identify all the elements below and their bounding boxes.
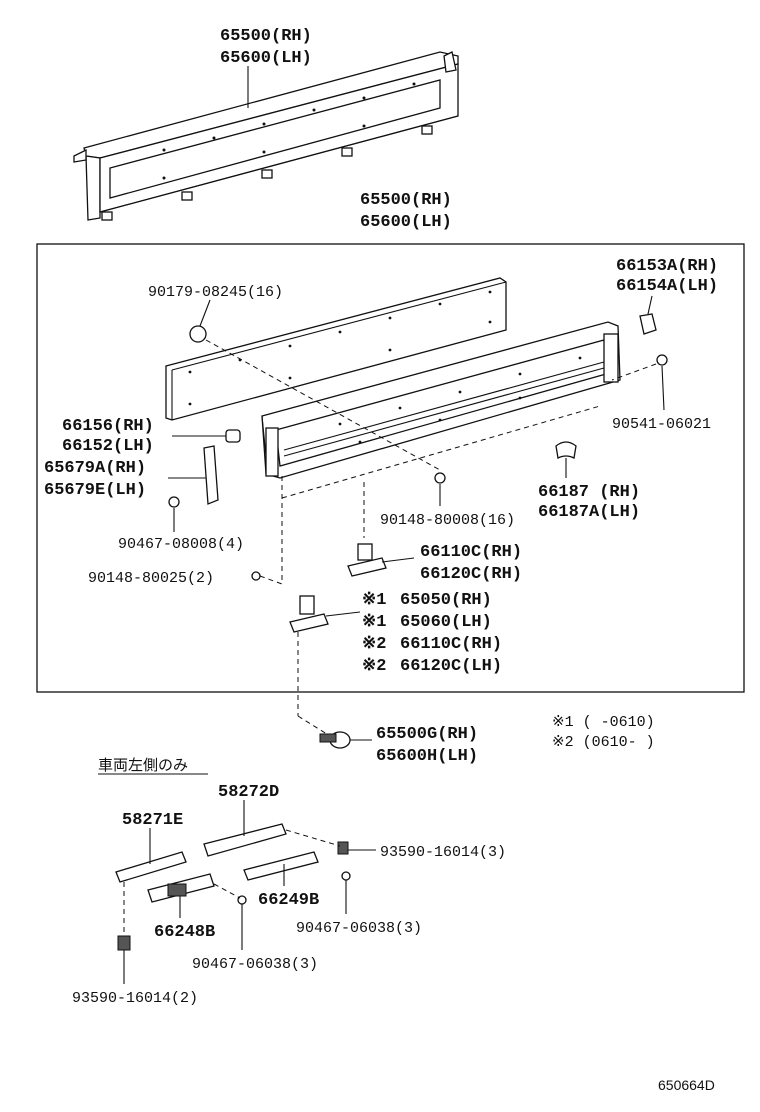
label-66110c-rh-2: 66110C(RH)	[400, 635, 502, 654]
label-66187a-lh: 66187A(LH)	[538, 503, 640, 522]
hinge-66110c-icon	[347, 543, 387, 577]
dash-frame-bottom	[281, 405, 601, 499]
label-65500-rh-mid: 65500(RH)	[360, 191, 452, 210]
label-90541-06021: 90541-06021	[612, 416, 711, 433]
label-65600h-lh: 65600H(LH)	[376, 747, 478, 766]
dash-90541	[611, 363, 657, 381]
clip-90467-06038-right-icon	[341, 871, 351, 881]
label-65600-lh-mid: 65600(LH)	[360, 213, 452, 232]
plate-66248b-icon	[147, 873, 215, 903]
dash-93590-upper	[285, 829, 341, 847]
label-58271e: 58271E	[122, 811, 183, 830]
leader-90179	[199, 299, 211, 327]
leader-65050	[325, 611, 361, 617]
side-panel-assembly	[73, 51, 459, 221]
label-66248b: 66248B	[154, 923, 215, 942]
label-90467-06038-left: 90467-06038(3)	[192, 956, 318, 973]
label-90148-80025: 90148-80025(2)	[88, 570, 214, 587]
clip-66153a-icon	[639, 313, 657, 335]
leader-90541	[661, 365, 665, 411]
screw-90148-80008-icon	[434, 472, 446, 484]
label-90179-08245: 90179-08245(16)	[148, 284, 283, 301]
label-66110c-rh: 66110C(RH)	[420, 543, 522, 562]
screw-90148-80025-icon	[251, 571, 261, 581]
mark-2b: ※2	[362, 657, 386, 676]
label-left-side-only: 車両左側のみ	[98, 756, 188, 774]
screw-90541-icon	[656, 354, 668, 366]
label-66120c-lh-2: 66120C(LH)	[400, 657, 502, 676]
exploded-view-frame	[36, 243, 745, 693]
label-66152-lh: 66152(LH)	[62, 437, 154, 456]
pin-65500g-icon	[319, 731, 351, 749]
leader-66153a	[647, 295, 653, 315]
label-93590-16014-3: 93590-16014(3)	[380, 844, 506, 861]
label-66154a-lh: 66154A(LH)	[616, 277, 718, 296]
leader-66110c	[381, 557, 415, 563]
dash-65500g-b	[297, 715, 331, 737]
clip-66187-icon	[555, 441, 577, 459]
bolt-90179-icon	[189, 325, 207, 343]
label-90467-06038-right: 90467-06038(3)	[296, 920, 422, 937]
rail-58271e-icon	[115, 851, 187, 883]
mark-2a: ※2	[362, 635, 386, 654]
label-65500g-rh: 65500G(RH)	[376, 725, 478, 744]
note-2: ※2 (0610- )	[552, 734, 655, 751]
label-58272d: 58272D	[218, 783, 279, 802]
clip-90467-08008-icon	[168, 496, 180, 508]
label-66156-rh: 66156(RH)	[62, 417, 154, 436]
label-66120c-rh: 66120C(RH)	[420, 565, 522, 584]
bracket-65679a-icon	[203, 445, 219, 505]
label-65679e-lh: 65679E(LH)	[44, 481, 146, 500]
label-93590-16014-2: 93590-16014(2)	[72, 990, 198, 1007]
label-66187-rh: 66187 (RH)	[538, 483, 640, 502]
label-65060-lh: 65060(LH)	[400, 613, 492, 632]
label-90148-80008: 90148-80008(16)	[380, 512, 515, 529]
mark-1b: ※1	[362, 613, 386, 632]
outer-frame-panel	[261, 321, 621, 479]
label-65679a-rh: 65679A(RH)	[44, 459, 146, 478]
rail-58272d-icon	[203, 823, 287, 857]
plate-66249b-icon	[243, 851, 319, 881]
dash-90148-80025	[259, 575, 283, 585]
diagram-code: 650664D	[658, 1077, 715, 1093]
note-1: ※1 ( -0610)	[552, 714, 655, 731]
bolt-93590-lower-icon	[117, 935, 131, 951]
label-65050-rh: 65050(RH)	[400, 591, 492, 610]
hook-66156-icon	[225, 429, 241, 443]
label-66249b: 66249B	[258, 891, 319, 910]
dash-90467-left	[213, 883, 241, 899]
mark-1a: ※1	[362, 591, 386, 610]
label-90467-08008: 90467-08008(4)	[118, 536, 244, 553]
label-66153a-rh: 66153A(RH)	[616, 257, 718, 276]
bolt-93590-upper-icon	[337, 841, 349, 855]
label-65600-lh-top: 65600(LH)	[220, 49, 312, 68]
label-65500-rh-top: 65500(RH)	[220, 27, 312, 46]
hinge-65050-icon	[289, 595, 329, 633]
